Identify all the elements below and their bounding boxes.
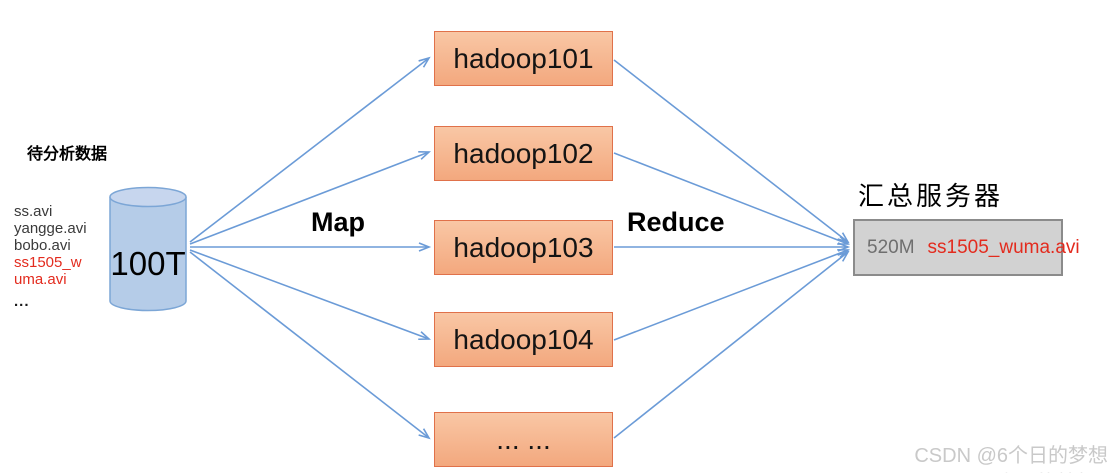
source-file-list: ss.avi yangge.avi bobo.avi ss1505_w uma.… — [14, 203, 87, 310]
map-phase-label: Map — [311, 207, 365, 237]
file-list-ellipsis: ... — [14, 293, 30, 310]
node-hadoop104: hadoop104 — [434, 312, 613, 367]
aggregator-heading: 汇总服务器 — [858, 181, 1004, 211]
aggregator-file-label: ss1505_wuma.avi — [927, 236, 1080, 258]
csdn-watermark: CSDN @6个日的梦想 — [914, 445, 1108, 467]
source-data-heading: 待分析数据 — [27, 146, 108, 163]
node-hadoop101: hadoop101 — [434, 31, 613, 86]
reduce-arrows — [613, 59, 851, 439]
map-arrows — [189, 56, 432, 440]
database-cylinder-icon — [109, 186, 187, 312]
node-ellipsis: ... ... — [434, 412, 613, 467]
node-hadoop103: hadoop103 — [434, 220, 613, 275]
file-name: bobo.avi — [14, 237, 71, 254]
csdn-watermark-clipped: CSDN @6个日的梦想 — [902, 466, 1096, 473]
file-name: yangge.avi — [14, 220, 87, 237]
reduce-phase-label: Reduce — [627, 207, 725, 237]
file-name-highlighted: uma.avi — [14, 271, 67, 288]
node-hadoop102: hadoop102 — [434, 126, 613, 181]
aggregator-box: 520M ss1505_wuma.avi — [853, 219, 1080, 276]
file-name-highlighted: ss1505_w — [14, 254, 82, 271]
aggregator-size-label: 520M — [867, 236, 915, 258]
file-name: ss.avi — [14, 203, 53, 220]
source-capacity-label: 100T — [110, 245, 186, 282]
